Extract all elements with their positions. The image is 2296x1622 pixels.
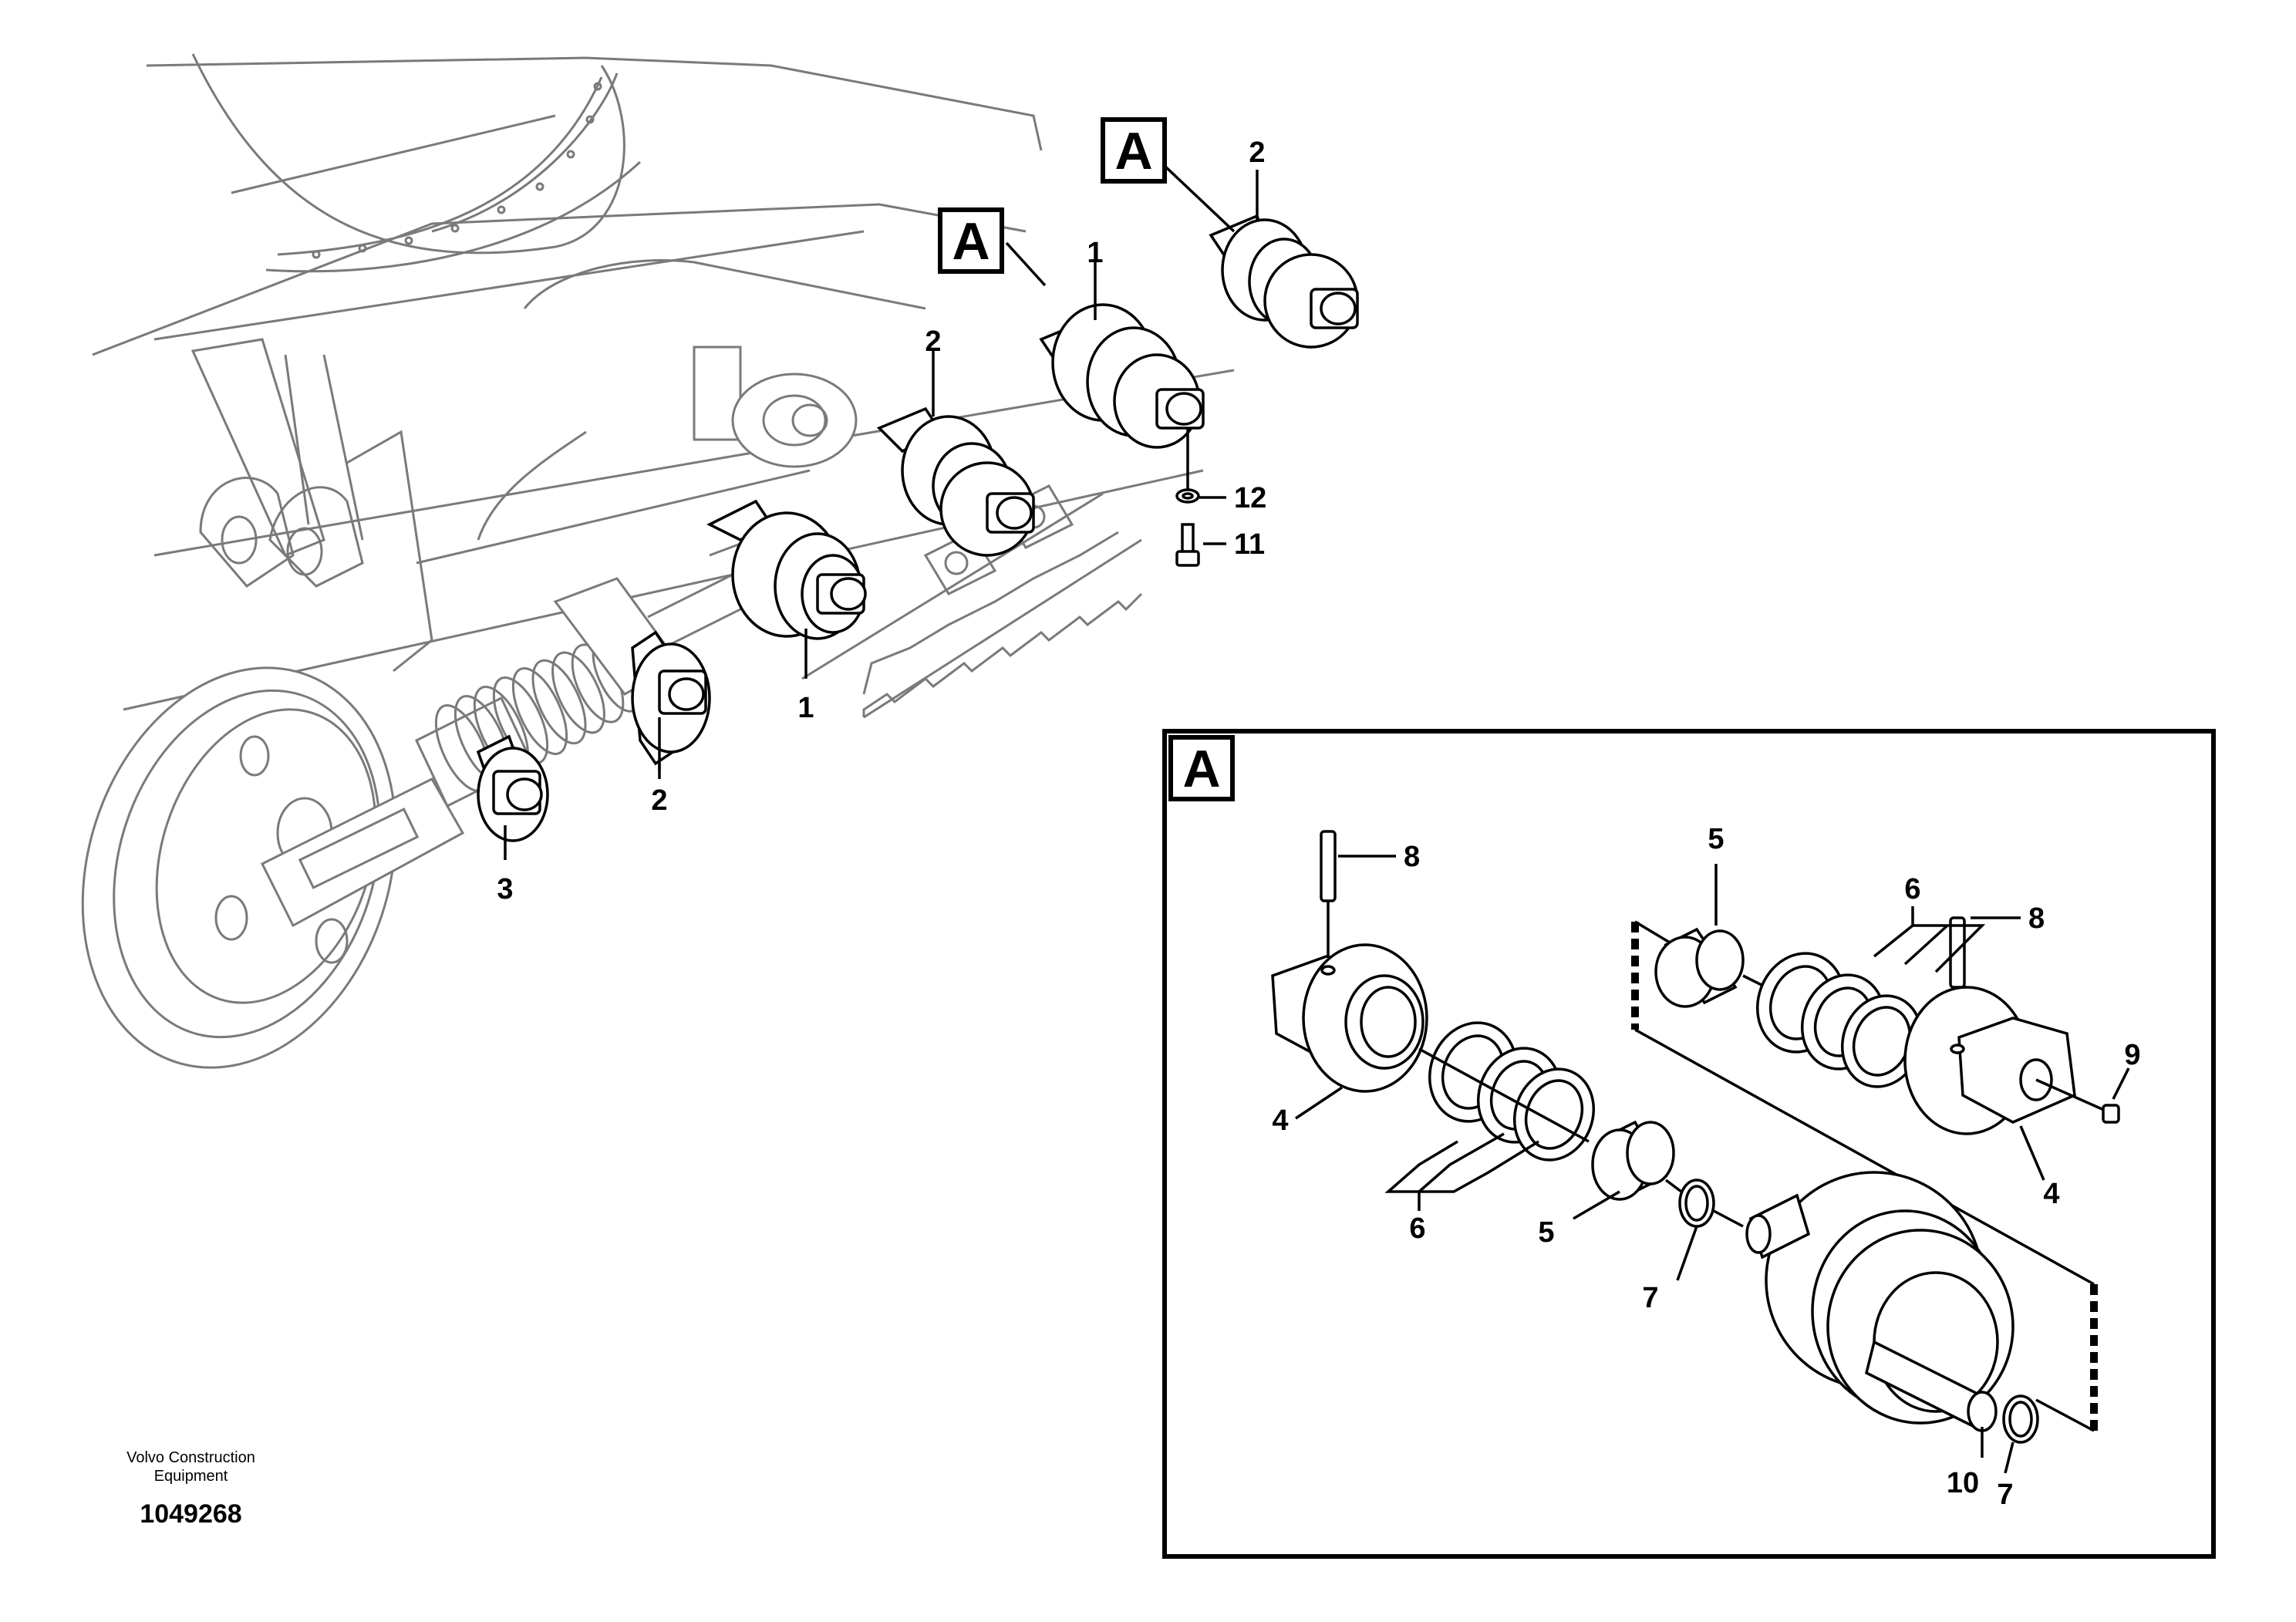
drawing-number: 1049268: [140, 1499, 242, 1529]
callout-7-bottom: 7: [1997, 1479, 2013, 1511]
overview-leaders: [504, 164, 1259, 860]
track-roller-double-flange-2-lower: [476, 734, 549, 842]
callout-1-upper: 1: [1087, 237, 1103, 269]
roller-bracket-left: [1271, 830, 1428, 1093]
bolt-11: [1175, 523, 1200, 567]
track-roller-1-lower: [706, 499, 867, 640]
callout-5-top: 5: [1708, 823, 1724, 855]
callout-3: 3: [497, 873, 513, 905]
undercarriage-frame-outline: [92, 53, 1235, 711]
section-tag-a-right: A: [1101, 117, 1167, 184]
callout-12: 12: [1234, 482, 1266, 514]
callout-7-middle: 7: [1642, 1282, 1658, 1314]
callout-4-right: 4: [2043, 1178, 2059, 1210]
svg-text:A: A: [1114, 122, 1152, 180]
section-tag-a-left: A: [938, 207, 1004, 274]
callout-6-left: 6: [1409, 1212, 1425, 1245]
callout-11: 11: [1234, 528, 1265, 561]
callout-8-right: 8: [2028, 902, 2045, 935]
svg-text:A: A: [952, 212, 990, 271]
recoil-spring: [260, 531, 789, 928]
roller-shell-shaft: [1745, 1171, 2014, 1432]
callout-5-bottom: 5: [1538, 1216, 1554, 1249]
detail-leaders: [1295, 855, 2130, 1474]
callout-2-lower: 2: [651, 784, 667, 817]
callout-1-lower: 1: [797, 692, 814, 724]
track-roller-2-upper: [1209, 214, 1359, 349]
roller-bracket-right: [1903, 916, 2120, 1135]
track-roller-single-flange-rear: [631, 630, 711, 766]
washer-12: [1175, 488, 1200, 504]
bushing-right: [1654, 927, 1775, 1008]
title-block: Volvo Construction Equipment 1049268: [93, 1448, 289, 1529]
track-roller-2-middle: [876, 406, 1035, 557]
callout-6-right: 6: [1904, 873, 1920, 905]
o-ring-right: [2002, 1394, 2039, 1444]
callout-8-left: 8: [1404, 841, 1420, 873]
callout-2-top: 2: [1249, 137, 1265, 169]
bushing-left: [1591, 1120, 1675, 1201]
detail-callouts: 4 4 5 5 6 6 7 7 8 8 9 10: [1272, 823, 2140, 1511]
track-roller-1-upper: [1039, 303, 1205, 449]
exploded-axis-frame: [1631, 920, 2098, 1432]
svg-text:A: A: [1182, 740, 1220, 798]
callout-9: 9: [2124, 1039, 2140, 1071]
callout-10: 10: [1947, 1467, 1979, 1499]
seal-set-left: [1418, 1021, 1596, 1162]
overview-callouts: 1 1 2 2 2 3 11 12: [497, 137, 1266, 905]
o-ring-left: [1664, 1179, 1744, 1228]
callout-2-middle: 2: [925, 325, 941, 358]
company-name: Volvo Construction Equipment: [126, 1449, 255, 1485]
seal-set-right: [1755, 952, 1923, 1088]
callout-4-left: 4: [1272, 1104, 1288, 1137]
